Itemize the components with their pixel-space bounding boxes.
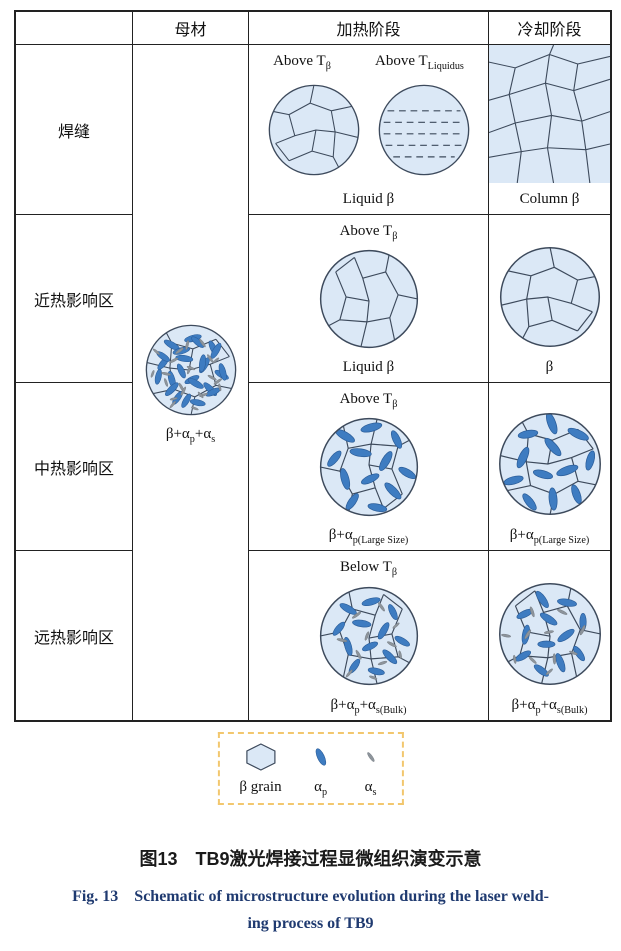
label-beta-alpha-p-alpha-s-bulk: β+αp+αs(Bulk) [330,697,407,716]
caption-english-line1: Fig. 13 Schematic of microstructure evol… [72,888,549,905]
alpha-s-sliver-icon [366,752,375,762]
cell-base-material: β+αp+αs [132,44,248,720]
far-haz-heating-microstructure-diagram [319,586,418,686]
caption-chinese: 图13 TB9激光焊接过程显微组织演变示意 [139,849,482,869]
label-column-beta: Column β [519,191,580,207]
row-label-near-haz: 近热影响区 [16,214,132,382]
mid-haz-cooling-microstructure-diagram [498,413,601,515]
row-label-weld-seam: 焊缝 [16,44,132,214]
label-beta-alpha-p-alpha-s-bulk: β+αp+αs(Bulk) [511,697,588,716]
legend-label-beta-grain: β grain [239,779,282,795]
label-beta: β [545,359,554,375]
cell-far-haz-heating: Below Tβ β+αp+αs(Bulk) [248,550,488,720]
base-material-phase-label: β+αp+αs [165,425,216,445]
microstructure-table: 母材 加热阶段 冷却阶段 焊缝 近热影响区 中热影响区 远热影响区 [14,10,612,722]
mid-haz-heating-microstructure-diagram [319,417,418,517]
label-above-t-beta: Above Tβ [273,53,331,72]
label-below-t-beta: Below Tβ [340,559,397,578]
legend-label-alpha-s: αs [364,779,377,798]
legend-label-alpha-p: αp [314,779,328,798]
label-above-t-beta: Above Tβ [339,223,398,242]
weld-heating-grain-diagram [268,84,359,176]
header-cell-cooling-stage: 冷却阶段 [488,12,610,44]
label-liquid-beta: Liquid β [342,191,395,207]
cell-mid-haz-heating: Above Tβ β+αp(Large Size) [248,382,488,550]
label-beta-alpha-p-large: β+αp(Large Size) [509,527,590,546]
cell-weld-heating: Above Tβ Above TLiquidus [248,44,488,214]
base-material-microstructure-diagram [145,324,236,415]
row-label-far-haz: 远热影响区 [16,550,132,720]
beta-grain-hexagon-icon [245,743,276,771]
cell-mid-haz-cooling: β+αp(Large Size) [488,382,610,550]
header-corner-cell [16,12,132,44]
header-cell-base-material: 母材 [132,12,248,44]
weld-heating-liquid-diagram [378,84,469,176]
legend: β grain αp αs [217,732,404,805]
near-haz-heating-grain-diagram [319,249,418,349]
cell-weld-cooling: Column β [488,44,610,214]
label-above-t-liquidus: Above TLiquidus [375,53,464,72]
cell-near-haz-heating: Above Tβ Liquid β [248,214,488,382]
far-haz-cooling-microstructure-diagram [498,583,601,685]
legend-item-beta-grain: β grain [239,742,282,797]
caption-english-line2: ing process of TB9 [247,915,374,932]
near-haz-cooling-grain-diagram [499,246,600,348]
label-liquid-beta: Liquid β [342,359,395,375]
label-beta-alpha-p-large: β+αp(Large Size) [328,527,409,546]
header-cell-heating-stage: 加热阶段 [248,12,488,44]
row-label-mid-haz: 中热影响区 [16,382,132,550]
legend-item-alpha-s: αs [360,742,382,798]
label-above-t-beta: Above Tβ [339,391,398,410]
cell-near-haz-cooling: β [488,214,610,382]
legend-item-alpha-p: αp [308,742,334,798]
column-beta-grain-diagram [489,45,610,183]
cell-far-haz-cooling: β+αp+αs(Bulk) [488,550,610,720]
alpha-p-ellipse-icon [315,748,326,766]
